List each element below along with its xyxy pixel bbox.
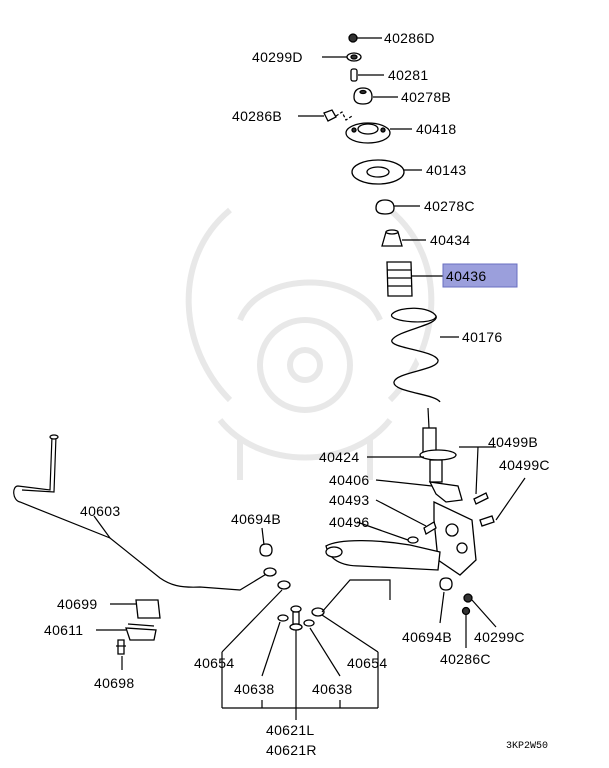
label-40496[interactable]: 40496 <box>329 514 369 530</box>
bolt-40499C[interactable] <box>479 515 495 527</box>
bumper-40434[interactable] <box>381 229 403 247</box>
label-40299D[interactable]: 40299D <box>252 49 303 65</box>
bushing-40278B[interactable] <box>353 87 373 105</box>
bolt-40493[interactable] <box>423 521 437 535</box>
washer-40299C[interactable] <box>463 593 473 603</box>
label-40434[interactable]: 40434 <box>430 232 470 248</box>
dust-boot-40436[interactable] <box>386 261 413 297</box>
mount-40418[interactable] <box>345 122 391 144</box>
bushing-40694B-right[interactable] <box>439 577 453 591</box>
label-40436[interactable]: 40436 <box>446 268 486 284</box>
bushing-40699[interactable] <box>135 599 161 619</box>
leader-lines <box>93 37 526 720</box>
bushing-40694B-left[interactable] <box>259 543 273 557</box>
washer-40654-left[interactable] <box>277 580 291 590</box>
label-40654-left[interactable]: 40654 <box>194 655 234 671</box>
label-40698[interactable]: 40698 <box>94 675 134 691</box>
nut-40286C[interactable] <box>461 606 471 616</box>
label-40499B[interactable]: 40499B <box>488 434 538 450</box>
label-40621R[interactable]: 40621R <box>266 742 317 758</box>
label-40286D[interactable]: 40286D <box>384 30 435 46</box>
label-40424[interactable]: 40424 <box>319 449 359 465</box>
lower-arm[interactable] <box>325 539 441 571</box>
label-40621L[interactable]: 40621L <box>266 722 315 738</box>
label-40418[interactable]: 40418 <box>416 121 456 137</box>
label-40694B-left[interactable]: 40694B <box>231 511 281 527</box>
label-40499C[interactable]: 40499C <box>499 457 550 473</box>
label-40638-left[interactable]: 40638 <box>234 681 274 697</box>
label-40278C[interactable]: 40278C <box>424 198 475 214</box>
label-40281[interactable]: 40281 <box>388 67 428 83</box>
bushing-40278C[interactable] <box>375 199 395 215</box>
label-40699[interactable]: 40699 <box>57 596 97 612</box>
label-40493[interactable]: 40493 <box>329 492 369 508</box>
nut-40286D[interactable] <box>348 33 358 43</box>
knuckle-40406[interactable] <box>428 481 477 576</box>
label-40176[interactable]: 40176 <box>462 329 502 345</box>
bracket-40611[interactable] <box>125 623 157 641</box>
watermark-emblem <box>185 207 435 480</box>
label-40286C[interactable]: 40286C <box>440 651 491 667</box>
strut-40424[interactable] <box>419 407 457 483</box>
label-40299C[interactable]: 40299C <box>474 629 525 645</box>
link-40621[interactable] <box>289 605 303 638</box>
label-40278B[interactable]: 40278B <box>401 89 451 105</box>
bolt-40499B[interactable] <box>473 492 489 505</box>
bushing-40638-right[interactable] <box>303 619 315 627</box>
washer-40299D[interactable] <box>346 52 362 62</box>
label-40406[interactable]: 40406 <box>329 472 369 488</box>
seat-40143[interactable] <box>351 159 405 185</box>
bushing-40281[interactable] <box>350 68 358 82</box>
label-40143[interactable]: 40143 <box>426 162 466 178</box>
washer-40496[interactable] <box>407 536 419 544</box>
label-40603[interactable]: 40603 <box>80 503 120 519</box>
diagram-code: 3KP2W50 <box>506 741 548 752</box>
part-labels: 40286D 40299D 40281 40278B 40286B 40418 … <box>44 30 550 758</box>
label-40638-right[interactable]: 40638 <box>312 681 352 697</box>
label-40286B[interactable]: 40286B <box>232 108 282 124</box>
highlight-40436 <box>442 263 518 288</box>
label-40611[interactable]: 40611 <box>44 622 83 638</box>
washer-40654-right[interactable] <box>311 607 325 617</box>
coil-spring-40176[interactable] <box>391 307 441 403</box>
label-40694B-right[interactable]: 40694B <box>402 629 452 645</box>
nut-40286B[interactable] <box>323 109 353 122</box>
label-40654-right[interactable]: 40654 <box>347 655 387 671</box>
bolt-40698[interactable] <box>116 639 126 655</box>
bushing-40638-left[interactable] <box>277 614 289 622</box>
